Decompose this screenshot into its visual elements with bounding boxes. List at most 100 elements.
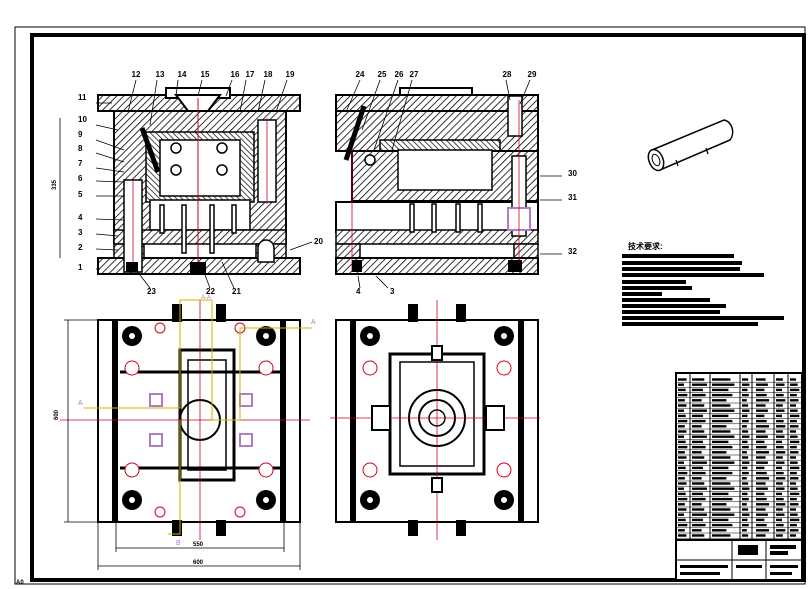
- parts-row-text: [776, 492, 782, 496]
- balloon: 30: [568, 169, 577, 178]
- balloon: 23: [147, 287, 156, 296]
- balloon: 1: [78, 263, 83, 272]
- parts-row-text: [756, 466, 765, 470]
- parts-row-text: [712, 440, 729, 444]
- parts-row-text: [776, 399, 786, 402]
- parts-row-text: [692, 445, 706, 449]
- parts-row-text: [712, 487, 735, 490]
- parts-row-text: [742, 477, 747, 480]
- parts-row-text: [712, 513, 735, 516]
- parts-row-text: [756, 425, 770, 428]
- parts-row-text: [790, 393, 797, 397]
- balloon: 29: [528, 70, 537, 79]
- parts-row-text: [776, 456, 783, 459]
- balloon: 17: [246, 70, 255, 79]
- parts-row-text: [678, 492, 686, 496]
- parts-row-text: [692, 482, 705, 485]
- parts-row-text: [712, 414, 729, 418]
- parts-row-text: [678, 477, 685, 480]
- parts-row-text: [742, 388, 748, 392]
- parts-row-text: [790, 477, 799, 480]
- parts-row-text: [742, 529, 747, 532]
- parts-row-text: [742, 497, 749, 501]
- parts-row-text: [776, 523, 784, 527]
- balloon: 22: [206, 287, 215, 296]
- parts-row-text: [692, 461, 707, 464]
- section-mark-a-top: A: [311, 319, 316, 326]
- parts-row-text: [742, 471, 749, 475]
- parts-row-text: [742, 466, 748, 470]
- plan-left-section-marks: [84, 299, 312, 535]
- parts-row-text: [692, 503, 702, 506]
- sheet-size-label: A0: [16, 580, 24, 586]
- parts-row-text: [756, 492, 765, 496]
- parts-row-text: [756, 487, 768, 490]
- parts-row-text: [678, 487, 684, 490]
- parts-row-text: [678, 523, 688, 527]
- parts-row-text: [678, 534, 687, 537]
- parts-row-text: [742, 487, 750, 490]
- right-balloons: 24 25 26 27 28 29 30 31 32 4 3: [356, 70, 578, 296]
- parts-row-text: [692, 529, 702, 532]
- plan-left-dims: [64, 319, 301, 570]
- parts-row-text: [712, 518, 729, 522]
- balloon: 3: [78, 228, 83, 237]
- left-balloons-side: 11 10 9 8 7 6 5 4 3 2 1 23 22 21 20 335: [52, 93, 323, 296]
- parts-row-text: [742, 435, 750, 438]
- parts-row-text: [790, 430, 796, 433]
- parts-row-text: [712, 466, 729, 470]
- parts-row-text: [692, 378, 705, 381]
- parts-row-text: [790, 378, 796, 381]
- parts-row-text: [712, 393, 733, 397]
- parts-row-text: [790, 404, 796, 407]
- parts-row-text: [790, 466, 800, 470]
- parts-row-text: [756, 523, 767, 527]
- parts-row-text: [776, 414, 782, 418]
- parts-row-text: [678, 508, 687, 511]
- parts-row-text: [742, 409, 750, 412]
- parts-row-text: [776, 529, 786, 532]
- parts-row-text: [742, 503, 747, 506]
- parts-row-text: [776, 388, 782, 392]
- parts-row-text: [756, 534, 766, 537]
- balloon: 26: [395, 70, 404, 79]
- parts-row-text: [712, 529, 727, 532]
- balloon: 28: [503, 70, 512, 79]
- parts-row-text: [712, 508, 731, 511]
- parts-row-text: [756, 456, 766, 459]
- parts-row-text: [692, 534, 705, 537]
- balloon: 4: [78, 213, 83, 222]
- balloon: 25: [378, 70, 387, 79]
- parts-row-text: [790, 487, 798, 490]
- parts-row-text: [756, 461, 768, 464]
- parts-row-text: [790, 518, 800, 522]
- parts-row-text: [756, 451, 770, 454]
- parts-row-text: [776, 466, 782, 470]
- parts-row-text: [790, 482, 796, 485]
- parts-row-text: [712, 492, 729, 496]
- parts-row-text: [712, 503, 727, 506]
- parts-row-text: [692, 399, 702, 402]
- parts-row-text: [692, 425, 702, 428]
- parts-row-text: [790, 529, 799, 532]
- parts-row-text: [742, 430, 749, 433]
- parts-row-text: [776, 409, 785, 412]
- parts-row-text: [712, 523, 733, 527]
- parts-row-text: [756, 399, 770, 402]
- technical-requirements: 技术要求:: [622, 241, 784, 326]
- parts-row-text: [756, 435, 768, 438]
- parts-row-text: [790, 435, 798, 438]
- parts-row-text: [712, 461, 735, 464]
- dim-plan-height: 600: [54, 409, 60, 420]
- parts-row-text: [756, 477, 770, 480]
- parts-row-text: [678, 430, 687, 433]
- parts-row-text: [776, 440, 782, 444]
- parts-row-text: [742, 399, 747, 402]
- parts-row-text: [756, 409, 768, 412]
- parts-row-text: [678, 482, 687, 485]
- parts-row-text: [712, 430, 731, 433]
- parts-row-text: [742, 492, 748, 496]
- parts-row-text: [712, 445, 733, 449]
- parts-row-text: [692, 477, 702, 480]
- parts-row-text: [712, 534, 731, 537]
